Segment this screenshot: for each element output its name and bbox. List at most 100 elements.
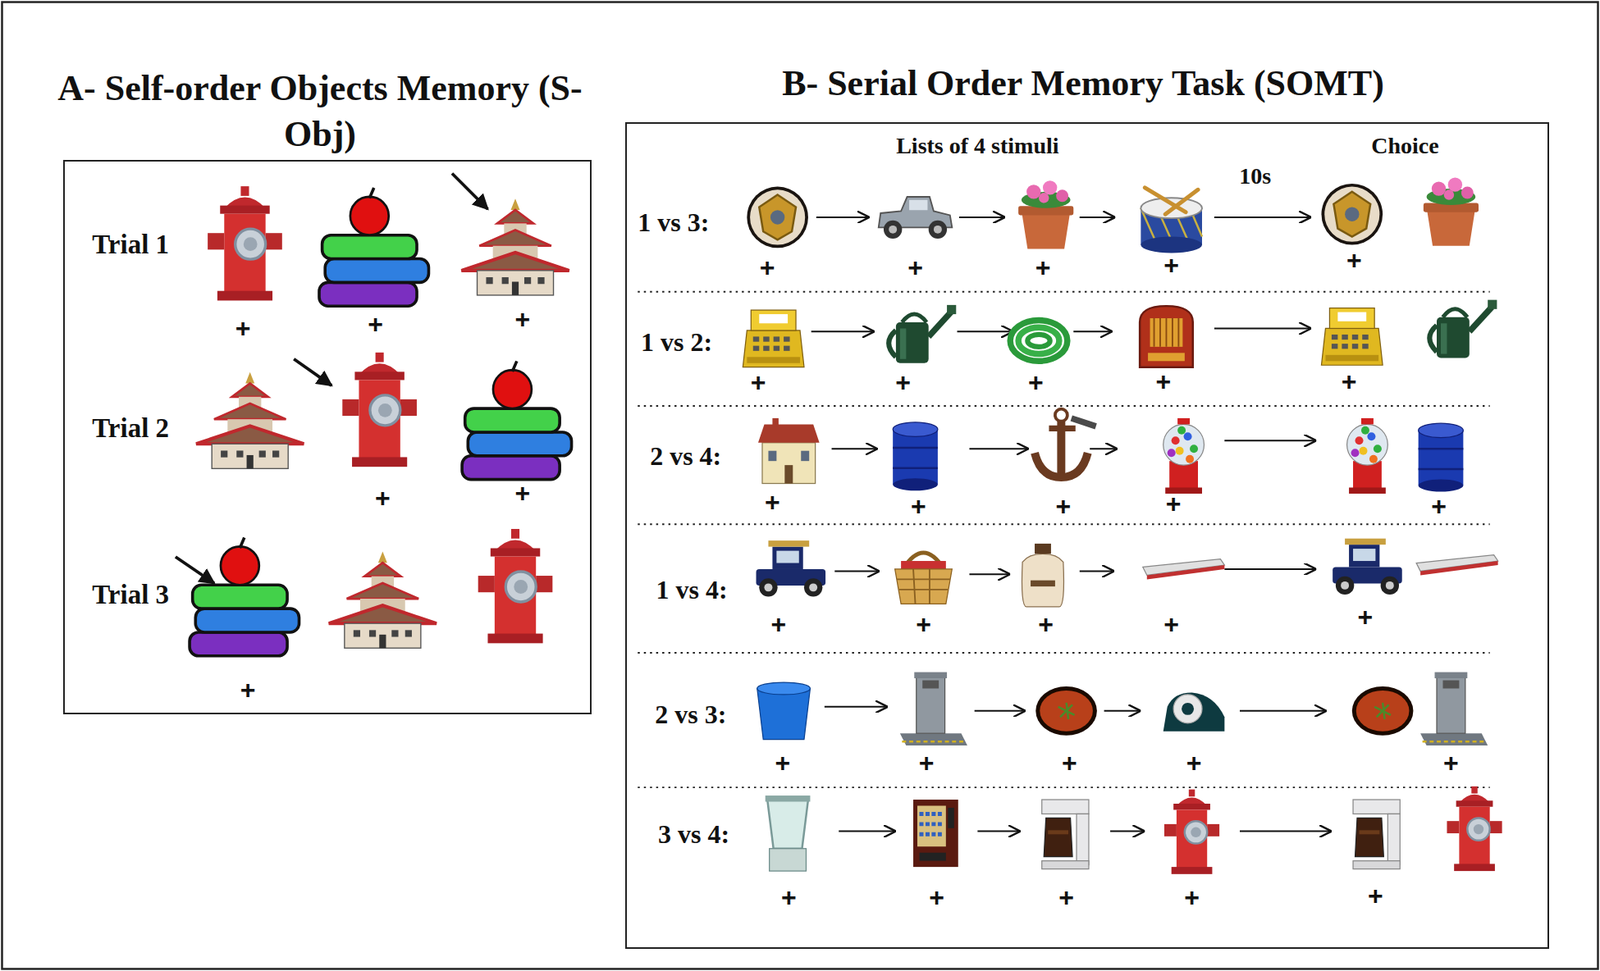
row-separators [637,292,1490,788]
column-heading: Lists of 4 stimuli [896,132,1059,160]
fixation-cross: + [1341,366,1358,398]
fixation-cross: + [374,482,391,513]
hose-icon [1010,320,1068,362]
vending-icon [913,800,959,868]
sequence-arrow [1089,448,1118,450]
fixation-cross: + [910,490,927,522]
condition-label: 2 vs 3: [654,699,727,730]
books-icon [189,538,299,657]
gumball-icon [1347,418,1389,494]
fixation-cross: + [1163,609,1180,640]
coffee-maker-icon [1042,800,1089,870]
coffee-maker-icon [1353,800,1400,870]
watering-can-icon [888,305,956,364]
sequence-arrow [959,216,1006,219]
fixation-cross: + [1028,367,1044,398]
sequence-arrow [1214,216,1312,219]
badge-icon [1321,183,1383,246]
panel-title: A- Self-order Objects Memory (S-Obj) [24,65,616,158]
fixation-cross: + [1184,882,1200,914]
hydrant-icon [342,352,417,467]
sequence-arrow [1079,216,1116,219]
sequence-arrow [969,573,1011,576]
flowerpot-icon [1423,177,1479,246]
basket-icon [895,553,953,604]
dotted-separator [637,652,1490,654]
watering-can-icon [1429,300,1497,359]
temple-icon [461,198,569,296]
sequence-arrow [1214,327,1312,330]
condition-label: 1 vs 2: [640,326,713,357]
fixation-cross: + [514,304,531,335]
pointer-arrow [293,359,332,386]
pointer-arrow [175,557,215,584]
sequence-arrow [977,831,1020,833]
condition-label: 1 vs 4: [656,574,728,605]
fixation-cross: + [1163,250,1180,281]
pointer-arrow [452,173,489,210]
sequence-arrow [1224,439,1317,442]
sequence-arrow [834,570,880,572]
column-heading: Choice [1371,132,1439,160]
register-icon [1321,308,1383,366]
fixation-cross: + [918,748,935,779]
fixation-cross: + [1155,366,1171,398]
car-icon [878,196,953,239]
hydrant-icon [207,186,283,301]
sequence-arrows [811,217,1332,832]
fixation-cross: + [1035,251,1052,283]
trial-label: Trial 1 [91,229,170,261]
fixation-cross: + [895,367,911,398]
anchor-icon [1034,409,1097,478]
sequence-arrow [816,216,870,219]
ruler-icon [1416,555,1498,576]
dotted-separator [637,291,1490,293]
sequence-arrow [1110,831,1145,833]
fixation-cross: + [907,251,924,283]
hydrant-icon [1446,786,1502,872]
tape-icon [1163,692,1226,732]
fixation-cross: + [764,486,781,517]
sequence-arrow [824,706,888,709]
condition-label: 1 vs 3: [637,207,709,238]
fixation-cross: + [240,674,256,705]
fixation-cross: + [514,477,531,508]
fixation-cross: + [1056,490,1072,522]
badge-icon [746,187,809,249]
temple-icon [196,372,304,470]
panel-box: B- Serial Order Memory Task (SOMT) [625,122,1550,950]
barrel-icon [1418,423,1464,492]
barrel-icon [892,422,938,491]
fixation-cross: + [1058,882,1075,914]
bucket-icon [757,682,811,741]
fixation-cross: + [759,251,776,283]
temple-icon [329,552,437,650]
jug-icon [1021,544,1064,608]
register-icon [742,310,805,368]
fixation-cross: + [781,882,797,914]
dotted-separator [637,523,1490,526]
gumball-icon [1163,418,1205,494]
sequence-arrow [1224,568,1317,571]
trial-label: Trial 3 [91,580,170,611]
fixation-cross: + [1346,245,1363,276]
radio-icon [1139,306,1194,368]
sequence-arrow [1073,330,1112,333]
pillar-icon [1420,672,1488,747]
fixation-cross: + [928,882,945,914]
drum-icon [1140,187,1203,254]
fixation-cross: + [367,309,384,340]
fixation-cross: + [1357,602,1374,633]
books-icon [461,361,572,480]
car-icon [756,540,827,597]
fixation-cross: + [1061,748,1078,779]
fixation-cross: + [1037,609,1054,640]
fixation-cross: + [750,367,767,398]
fixation-cross: + [1186,748,1203,779]
sequence-arrow [832,448,878,450]
hydrant-icon [478,529,554,644]
blender-icon [765,795,811,872]
fixation-cross: + [235,313,252,344]
